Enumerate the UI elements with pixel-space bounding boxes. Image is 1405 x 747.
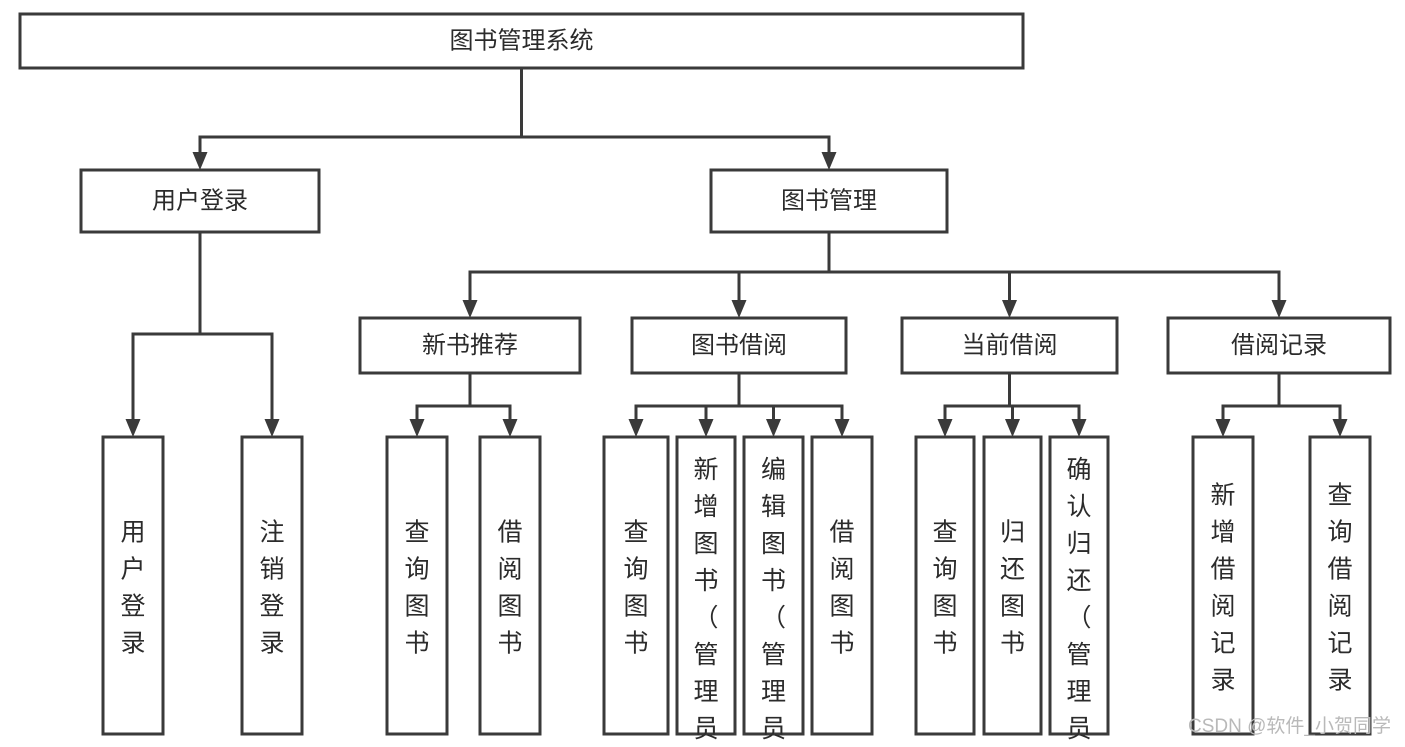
node-box bbox=[900, 316, 1119, 375]
node-box bbox=[602, 435, 670, 736]
node-label: 查询图书 bbox=[932, 518, 957, 657]
node-box bbox=[630, 316, 848, 375]
node-label: 确认归还（管理员） bbox=[1066, 456, 1091, 747]
node-box bbox=[1048, 435, 1110, 736]
node-book-borrow[interactable]: 图书借阅 bbox=[630, 316, 848, 375]
arrowhead-icon bbox=[125, 419, 141, 437]
node-box bbox=[1308, 435, 1372, 736]
node-label: 图书借阅 bbox=[691, 332, 787, 359]
arrowhead-icon bbox=[731, 300, 747, 318]
node-label: 借阅记录 bbox=[1231, 332, 1327, 359]
arrowhead-icon bbox=[502, 419, 518, 437]
node-leaf-query-book-3[interactable]: 查询图书 bbox=[914, 435, 976, 736]
node-leaf-user-logout[interactable]: 注销登录 bbox=[240, 435, 304, 736]
node-box bbox=[810, 435, 874, 736]
arrowhead-icon bbox=[409, 419, 425, 437]
node-label: 编辑图书（管理员） bbox=[761, 456, 786, 747]
node-label: 查询图书 bbox=[404, 518, 429, 657]
node-root[interactable]: 图书管理系统 bbox=[18, 12, 1025, 70]
node-label: 新书推荐 bbox=[422, 332, 518, 359]
node-leaf-query-book-2[interactable]: 查询图书 bbox=[602, 435, 670, 736]
arrowhead-icon bbox=[766, 419, 781, 437]
arrowhead-icon bbox=[628, 419, 644, 437]
node-new-book-rec[interactable]: 新书推荐 bbox=[358, 316, 582, 375]
node-box bbox=[709, 168, 949, 234]
node-label: 新增借阅记录 bbox=[1210, 481, 1235, 694]
node-box bbox=[478, 435, 542, 736]
node-box bbox=[914, 435, 976, 736]
arrowhead-icon bbox=[264, 419, 280, 437]
node-label: 当前借阅 bbox=[962, 332, 1058, 359]
node-label: 注销登录 bbox=[259, 518, 284, 657]
node-label: 图书管理系统 bbox=[450, 27, 594, 54]
node-current-borrow[interactable]: 当前借阅 bbox=[900, 316, 1119, 375]
arrowhead-icon bbox=[462, 300, 478, 318]
node-box bbox=[742, 435, 805, 736]
node-leaf-borrow-book-2[interactable]: 借阅图书 bbox=[810, 435, 874, 736]
arrowhead-icon bbox=[192, 152, 208, 170]
node-leaf-confirm-return[interactable]: 确认归还（管理员） bbox=[1048, 435, 1110, 747]
arrowhead-icon bbox=[834, 419, 850, 437]
node-leaf-add-record[interactable]: 新增借阅记录 bbox=[1191, 435, 1255, 736]
node-label: 借阅图书 bbox=[497, 518, 522, 657]
arrowhead-icon bbox=[821, 152, 837, 170]
node-label: 查询图书 bbox=[623, 518, 648, 657]
arrowhead-icon bbox=[1332, 419, 1348, 437]
node-label: 用户登录 bbox=[152, 187, 248, 214]
node-box bbox=[1166, 316, 1392, 375]
node-book-mgmt[interactable]: 图书管理 bbox=[709, 168, 949, 234]
node-leaf-add-book[interactable]: 新增图书（管理员） bbox=[675, 435, 737, 747]
node-box bbox=[1191, 435, 1255, 736]
node-leaf-borrow-book-1[interactable]: 借阅图书 bbox=[478, 435, 542, 736]
node-box bbox=[79, 168, 321, 234]
node-layer: 图书管理系统用户登录图书管理新书推荐图书借阅当前借阅借阅记录用户登录注销登录查询… bbox=[18, 12, 1392, 747]
node-leaf-return-book[interactable]: 归还图书 bbox=[982, 435, 1043, 736]
node-leaf-query-book-1[interactable]: 查询图书 bbox=[385, 435, 449, 736]
arrowhead-icon bbox=[1005, 419, 1020, 437]
node-label: 归还图书 bbox=[1000, 518, 1025, 657]
node-label: 用户登录 bbox=[120, 518, 145, 657]
node-box bbox=[982, 435, 1043, 736]
node-box bbox=[675, 435, 737, 736]
arrowhead-icon bbox=[1071, 419, 1087, 437]
arrowhead-icon bbox=[1271, 300, 1287, 318]
node-leaf-edit-book[interactable]: 编辑图书（管理员） bbox=[742, 435, 805, 747]
node-box bbox=[358, 316, 582, 375]
arrowhead-icon bbox=[937, 419, 953, 437]
node-box bbox=[18, 12, 1025, 70]
arrowhead-icon bbox=[698, 419, 714, 437]
node-box bbox=[240, 435, 304, 736]
node-borrow-record[interactable]: 借阅记录 bbox=[1166, 316, 1392, 375]
node-label: 图书管理 bbox=[781, 187, 877, 214]
arrowhead-icon bbox=[1215, 419, 1231, 437]
node-label: 查询借阅记录 bbox=[1327, 481, 1352, 694]
node-label: 新增图书（管理员） bbox=[693, 456, 718, 747]
node-box bbox=[385, 435, 449, 736]
node-label: 借阅图书 bbox=[829, 518, 854, 657]
node-leaf-user-login[interactable]: 用户登录 bbox=[101, 435, 165, 736]
watermark-label: CSDN @软件_小贺同学 bbox=[1188, 715, 1391, 737]
arrowhead-icon bbox=[1002, 300, 1017, 318]
node-box bbox=[101, 435, 165, 736]
node-leaf-query-record[interactable]: 查询借阅记录 bbox=[1308, 435, 1372, 736]
node-login[interactable]: 用户登录 bbox=[79, 168, 321, 234]
connector-layer bbox=[125, 66, 1348, 437]
